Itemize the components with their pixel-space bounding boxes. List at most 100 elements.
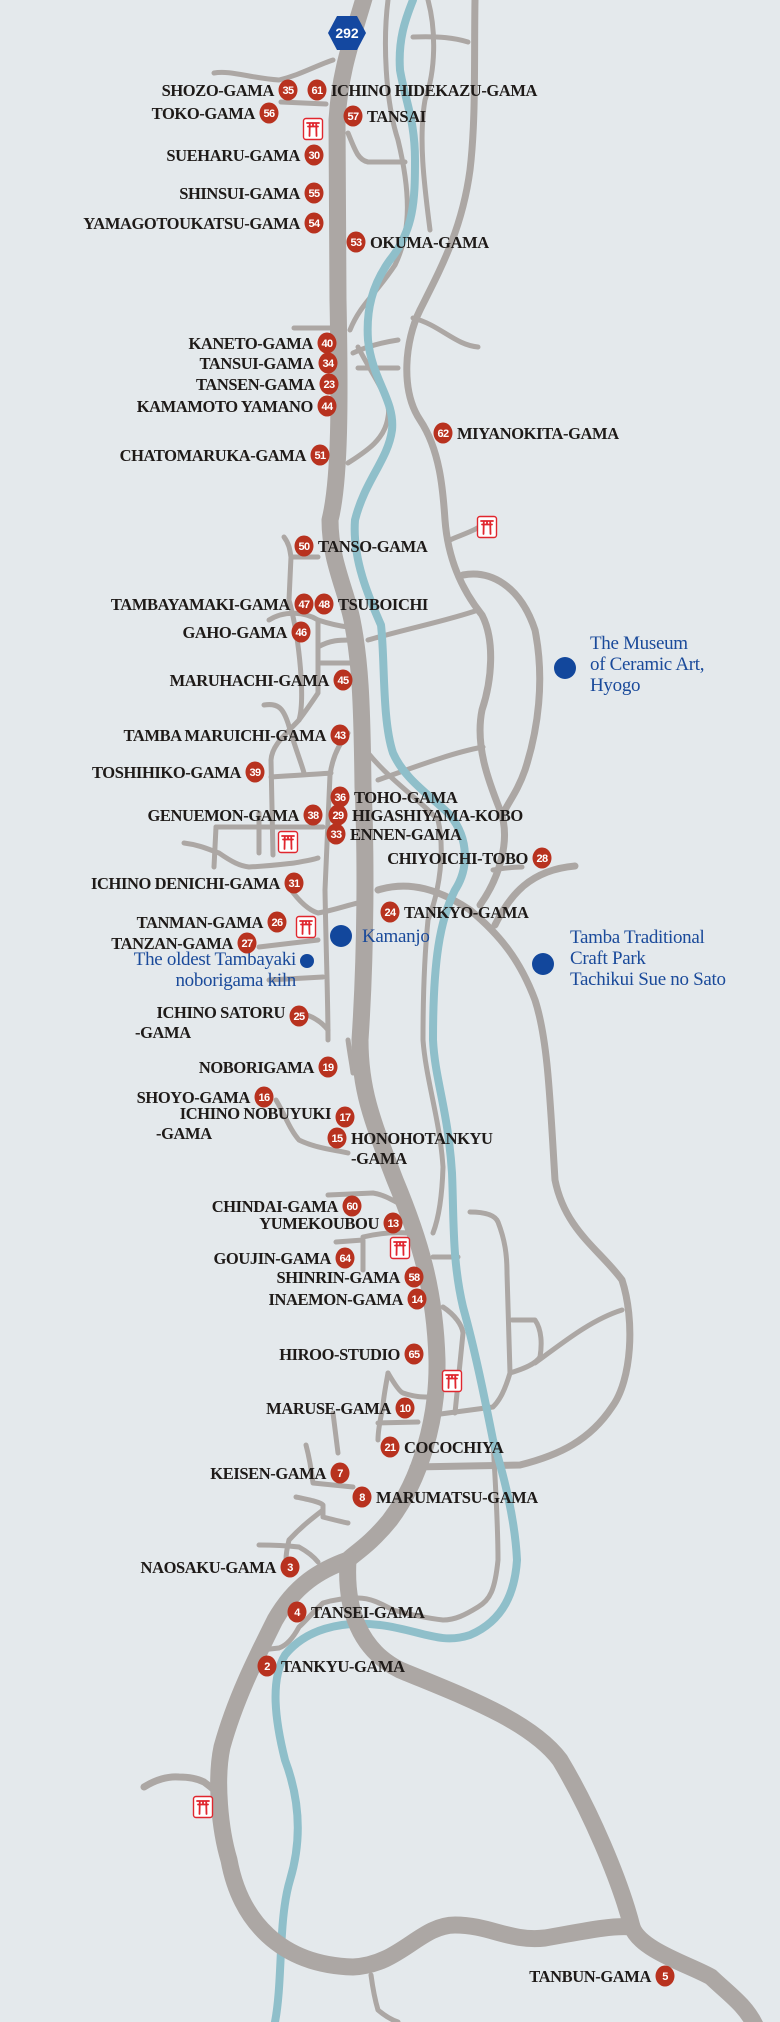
kiln-label[interactable]: TOSHIHIKO-GAMA: [92, 763, 242, 782]
kiln-label[interactable]: CHINDAI-GAMA: [212, 1197, 339, 1216]
kiln-label[interactable]: KEISEN-GAMA: [210, 1464, 327, 1483]
kiln-label[interactable]: ENNEN-GAMA: [350, 825, 462, 844]
kiln-label[interactable]: TANBUN-GAMA: [529, 1967, 652, 1986]
kiln-label[interactable]: NAOSAKU-GAMA: [141, 1558, 277, 1577]
kiln-label[interactable]: TAMBAYAMAKI-GAMA: [111, 595, 291, 614]
kiln-label[interactable]: MARUHACHI-GAMA: [170, 671, 330, 690]
place-kamanjo[interactable]: Kamanjo: [330, 925, 430, 947]
kiln-label[interactable]: ICHINO HIDEKAZU-GAMA: [331, 81, 538, 100]
kiln-label[interactable]: HIGASHIYAMA-KOBO: [352, 806, 524, 825]
kiln-label[interactable]: SHOZO-GAMA: [162, 81, 275, 100]
place-label[interactable]: Hyogo: [590, 675, 641, 696]
kiln-label[interactable]: TANMAN-GAMA: [137, 913, 264, 932]
kiln-label[interactable]: YAMAGOTOUKATSU-GAMA: [83, 214, 301, 233]
kiln-label[interactable]: ICHINO SATORU: [156, 1003, 285, 1022]
kiln-label[interactable]: ICHINO DENICHI-GAMA: [91, 874, 281, 893]
kiln-label[interactable]: CHATOMARUKA-GAMA: [120, 446, 307, 465]
kiln-label[interactable]: GOUJIN-GAMA: [213, 1249, 331, 1268]
kiln-label[interactable]: NOBORIGAMA: [199, 1058, 315, 1077]
kiln-label[interactable]: HONOHOTANKYU: [351, 1129, 493, 1148]
kiln-label[interactable]: TANSUI-GAMA: [200, 354, 315, 373]
kiln-label[interactable]: COCOCHIYA: [404, 1438, 504, 1457]
place-label[interactable]: Tachikui Sue no Sato: [570, 969, 726, 990]
kiln-label[interactable]: -GAMA: [351, 1149, 408, 1168]
kiln-label[interactable]: KANETO-GAMA: [188, 334, 313, 353]
kiln-label[interactable]: SUEHARU-GAMA: [166, 146, 300, 165]
kiln-label[interactable]: TANZAN-GAMA: [111, 934, 234, 953]
kiln-label[interactable]: CHIYOICHI-TOBO: [387, 849, 529, 868]
place-label[interactable]: The Museum: [590, 633, 689, 654]
kiln-label[interactable]: -GAMA: [156, 1124, 213, 1143]
kiln-label[interactable]: HIROO-STUDIO: [279, 1345, 401, 1364]
kiln-label[interactable]: GENUEMON-GAMA: [147, 806, 299, 825]
kiln-label[interactable]: TANKYU-GAMA: [281, 1657, 405, 1676]
kiln-label[interactable]: -GAMA: [135, 1023, 192, 1042]
place-label[interactable]: Tamba Traditional: [570, 927, 705, 948]
kiln-label[interactable]: MARUSE-GAMA: [266, 1399, 392, 1418]
kiln-label[interactable]: TANSAI: [367, 107, 426, 126]
kiln-label[interactable]: ICHINO NOBUYUKI: [180, 1104, 332, 1123]
kiln-label[interactable]: TOHO-GAMA: [354, 788, 458, 807]
kiln-label[interactable]: TSUBOICHI: [338, 595, 428, 614]
kiln-label[interactable]: TANSEI-GAMA: [311, 1603, 425, 1622]
kiln-label[interactable]: SHOYO-GAMA: [137, 1088, 251, 1107]
kiln-label[interactable]: OKUMA-GAMA: [370, 233, 490, 252]
kiln-label[interactable]: TANKYO-GAMA: [404, 903, 529, 922]
kiln-label[interactable]: TANSO-GAMA: [318, 537, 428, 556]
kiln-label[interactable]: SHINSUI-GAMA: [179, 184, 301, 203]
kiln-label[interactable]: KAMAMOTO YAMANO: [137, 397, 314, 416]
kiln-label[interactable]: SHINRIN-GAMA: [276, 1268, 400, 1287]
place-label[interactable]: Kamanjo: [362, 926, 430, 947]
place-label[interactable]: of Ceramic Art,: [590, 654, 705, 675]
place-label[interactable]: Craft Park: [570, 948, 647, 969]
kiln-label[interactable]: MARUMATSU-GAMA: [376, 1488, 539, 1507]
kiln-label[interactable]: YUMEKOUBOU: [259, 1214, 380, 1233]
place-label[interactable]: noborigama kiln: [175, 970, 297, 991]
kiln-label[interactable]: TOKO-GAMA: [152, 104, 256, 123]
